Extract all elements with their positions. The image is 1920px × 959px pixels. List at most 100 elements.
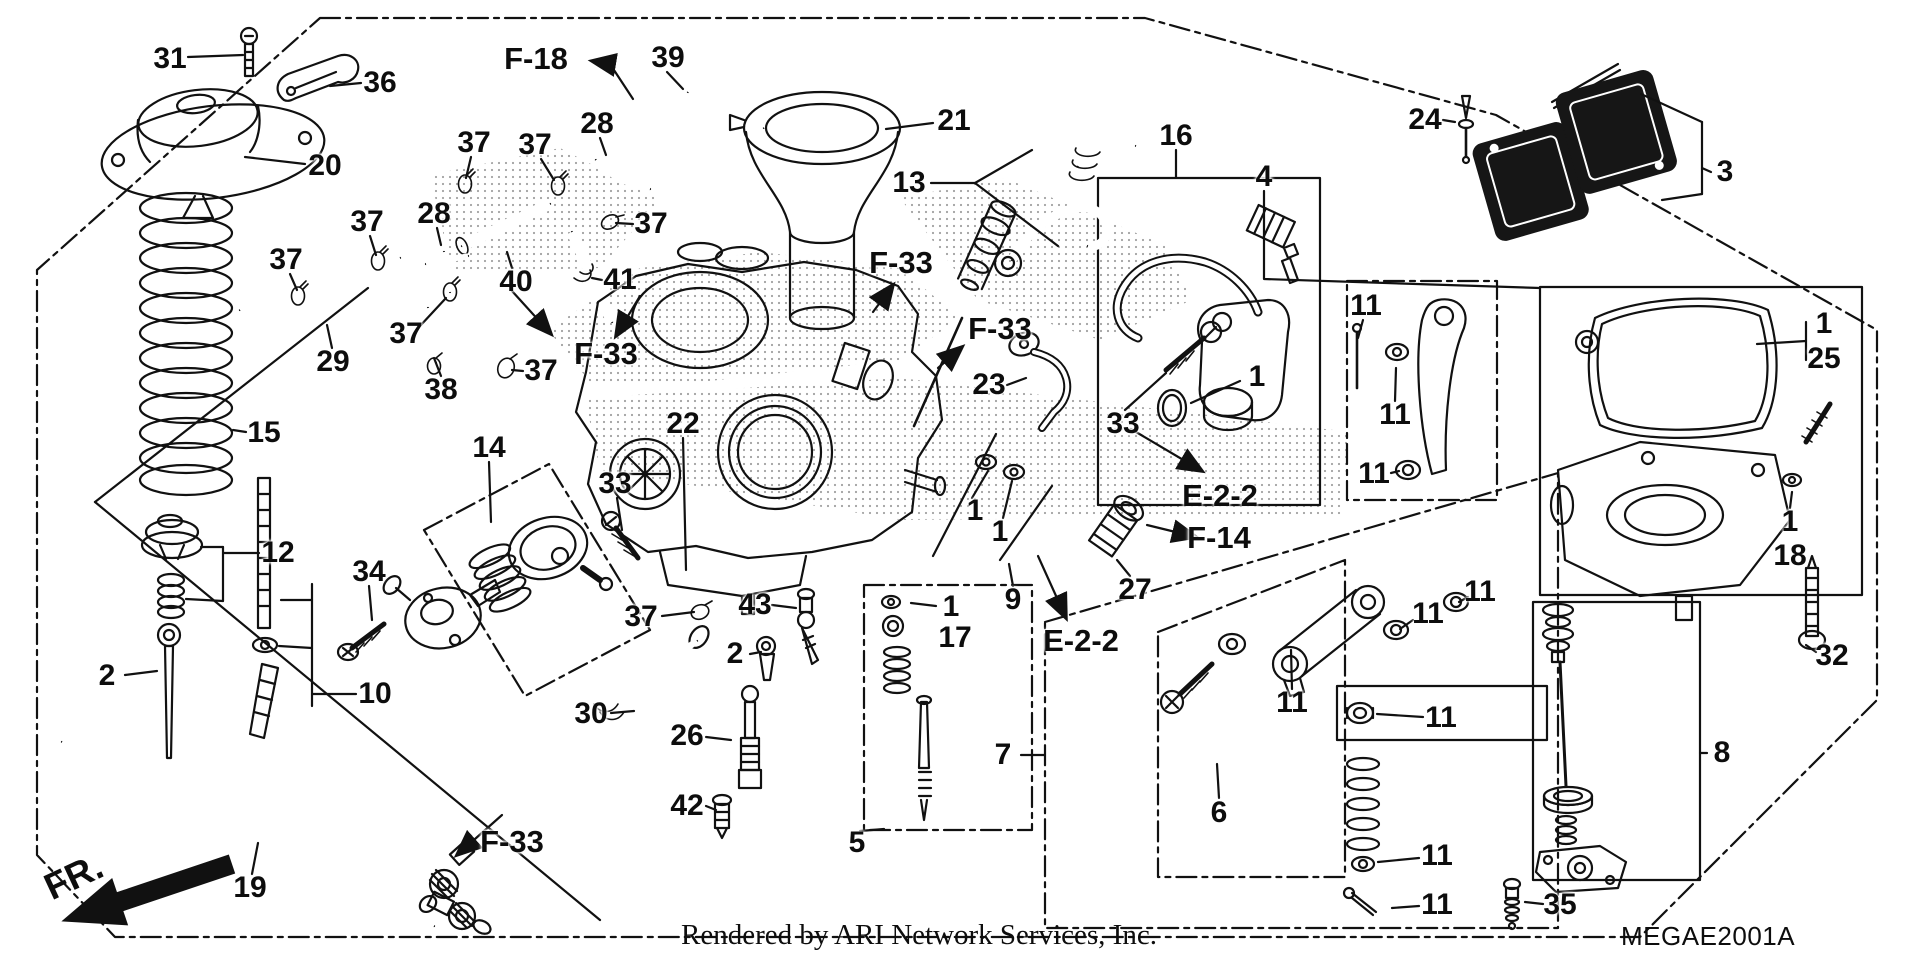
callout-42[interactable]: 42 xyxy=(670,789,704,822)
leader-line xyxy=(1804,643,1818,654)
leader-line xyxy=(1755,339,1808,346)
ref-callout-F-14[interactable]: F-14 xyxy=(1187,520,1251,555)
callout-16[interactable]: 16 xyxy=(1159,119,1193,152)
callout-37[interactable]: 37 xyxy=(389,317,423,350)
callout-1[interactable]: 1 xyxy=(1781,505,1799,538)
leader-line xyxy=(243,155,307,166)
callout-7[interactable]: 7 xyxy=(994,738,1012,771)
leader-line xyxy=(1389,469,1401,475)
callout-22[interactable]: 22 xyxy=(666,407,700,440)
leader-line xyxy=(277,644,314,650)
callout-38[interactable]: 38 xyxy=(424,373,458,406)
callout-24[interactable]: 24 xyxy=(1408,103,1442,136)
leader-line xyxy=(93,500,602,922)
callout-37[interactable]: 37 xyxy=(518,128,552,161)
callout-4[interactable]: 4 xyxy=(1255,160,1273,193)
callout-26[interactable]: 26 xyxy=(670,719,704,752)
callout-41[interactable]: 41 xyxy=(603,263,637,296)
ref-callout-F-33[interactable]: F-33 xyxy=(968,311,1032,346)
group-box-6 xyxy=(1156,558,1347,879)
leader-line xyxy=(464,155,473,180)
callout-28[interactable]: 28 xyxy=(417,197,451,230)
group-box-14 xyxy=(422,462,652,698)
group-boxes xyxy=(422,176,1864,930)
callout-11[interactable]: 11 xyxy=(1276,686,1308,719)
leader-line xyxy=(1123,371,1168,412)
ref-callout-F-33[interactable]: F-33 xyxy=(574,336,638,371)
callout-3[interactable]: 3 xyxy=(1716,155,1734,188)
callout-37[interactable]: 37 xyxy=(269,243,303,276)
callout-1[interactable]: 1 xyxy=(991,515,1009,548)
callout-37[interactable]: 37 xyxy=(457,126,491,159)
callout-36[interactable]: 36 xyxy=(363,66,397,99)
leader-line xyxy=(1262,189,1542,290)
leader-line xyxy=(704,735,733,742)
callout-37[interactable]: 37 xyxy=(634,207,668,240)
fr-arrow xyxy=(61,854,236,926)
callout-37[interactable]: 37 xyxy=(524,354,558,387)
callout-21[interactable]: 21 xyxy=(937,104,971,137)
callout-2[interactable]: 2 xyxy=(726,637,744,670)
callout-27[interactable]: 27 xyxy=(1118,573,1152,606)
fuel-hose-29 xyxy=(237,253,402,315)
callout-9[interactable]: 9 xyxy=(1004,583,1022,616)
callout-35[interactable]: 35 xyxy=(1543,888,1577,921)
vacuum-piston-21 xyxy=(728,90,902,331)
callout-31[interactable]: 31 xyxy=(153,42,187,75)
ref-callout-E-2-2[interactable]: E-2-2 xyxy=(1182,478,1258,513)
leader-line xyxy=(858,827,886,833)
callout-32[interactable]: 32 xyxy=(1815,639,1849,672)
callout-34[interactable]: 34 xyxy=(352,555,386,588)
callout-20[interactable]: 20 xyxy=(308,149,342,182)
callout-11[interactable]: 11 xyxy=(1412,597,1444,630)
callout-5[interactable]: 5 xyxy=(848,826,866,859)
callout-14[interactable]: 14 xyxy=(472,431,506,464)
callout-40[interactable]: 40 xyxy=(499,265,533,298)
callout-6[interactable]: 6 xyxy=(1210,796,1228,829)
float-pin-set-11 xyxy=(1351,298,1467,481)
callout-29[interactable]: 29 xyxy=(316,345,350,378)
ref-callout-F-33[interactable]: F-33 xyxy=(869,245,933,280)
callout-11[interactable]: 11 xyxy=(1464,575,1496,608)
callout-1[interactable]: 1 xyxy=(942,590,960,623)
callout-12[interactable]: 12 xyxy=(261,536,295,569)
leader-line xyxy=(487,460,493,524)
callout-18[interactable]: 18 xyxy=(1773,539,1807,572)
ref-arrow xyxy=(613,294,642,340)
callout-1[interactable]: 1 xyxy=(1815,307,1833,340)
leader-line xyxy=(770,603,798,610)
group-box-7 xyxy=(1043,471,1560,930)
callout-43[interactable]: 43 xyxy=(738,588,772,621)
ref-callout-F-33[interactable]: F-33 xyxy=(480,824,544,859)
callout-2[interactable]: 2 xyxy=(98,659,116,692)
callout-19[interactable]: 19 xyxy=(233,871,267,904)
callout-11[interactable]: 11 xyxy=(1350,289,1382,322)
callout-11[interactable]: 11 xyxy=(1421,839,1453,872)
callout-37[interactable]: 37 xyxy=(624,600,658,633)
callout-11[interactable]: 11 xyxy=(1421,888,1453,921)
callout-23[interactable]: 23 xyxy=(972,368,1006,401)
callout-17[interactable]: 17 xyxy=(938,621,972,654)
ref-callout-F-18[interactable]: F-18 xyxy=(504,41,568,76)
callout-25[interactable]: 25 xyxy=(1807,342,1841,375)
callout-33[interactable]: 33 xyxy=(1106,407,1140,440)
callout-33[interactable]: 33 xyxy=(598,467,632,500)
ref-callout-E-2-2[interactable]: E-2-2 xyxy=(1043,623,1119,658)
callout-11[interactable]: 11 xyxy=(1425,701,1457,734)
callout-10[interactable]: 10 xyxy=(358,677,392,710)
callout-28[interactable]: 28 xyxy=(580,107,614,140)
screw-31 xyxy=(239,26,259,78)
callout-1[interactable]: 1 xyxy=(1248,360,1266,393)
callout-11[interactable]: 11 xyxy=(1358,457,1390,490)
callout-30[interactable]: 30 xyxy=(574,697,608,730)
callout-39[interactable]: 39 xyxy=(651,41,685,74)
callout-13[interactable]: 13 xyxy=(892,166,926,199)
callout-11[interactable]: 11 xyxy=(1379,398,1411,431)
callout-15[interactable]: 15 xyxy=(247,416,281,449)
callout-37[interactable]: 37 xyxy=(350,205,384,238)
callout-8[interactable]: 8 xyxy=(1713,736,1731,769)
throttle-cable-19 xyxy=(60,739,492,935)
leader-line xyxy=(1523,900,1545,906)
callout-1[interactable]: 1 xyxy=(966,494,984,527)
